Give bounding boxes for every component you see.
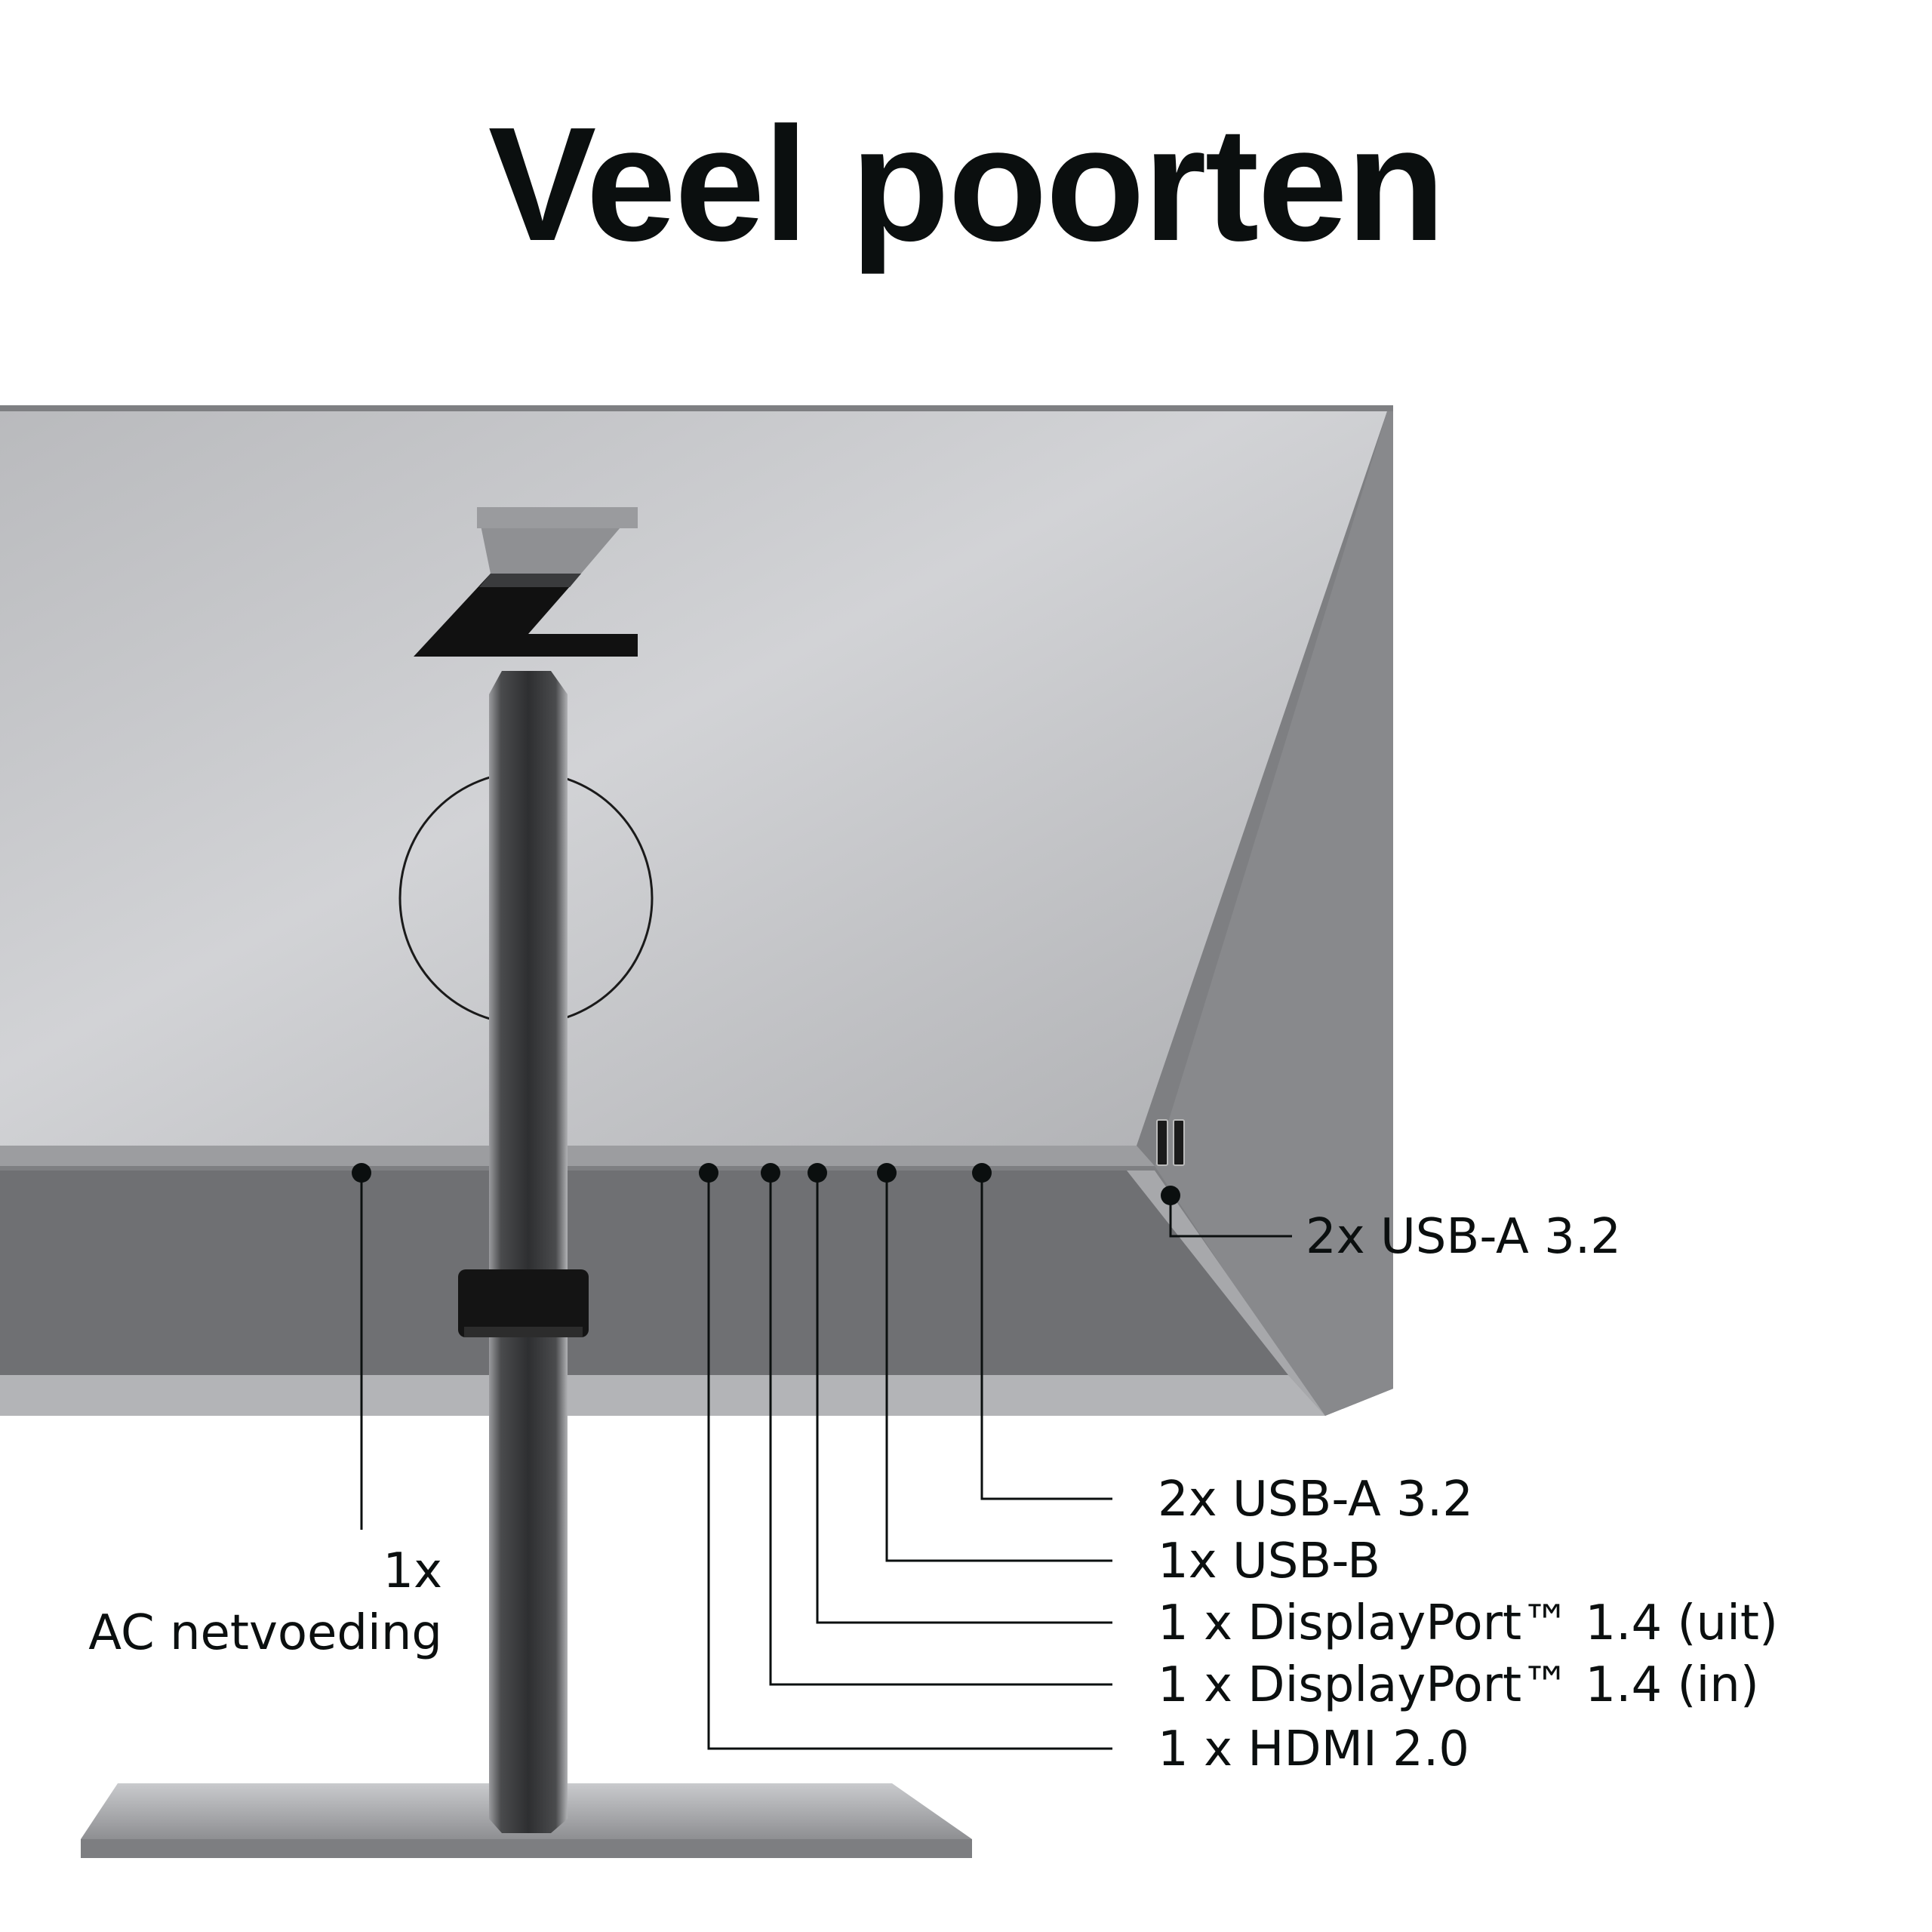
callout-dot-ac xyxy=(352,1163,371,1183)
callout-dot-dp-in xyxy=(761,1163,780,1183)
label-hdmi: 1 x HDMI 2.0 xyxy=(1158,1721,1469,1777)
callout-dot-usb-b xyxy=(877,1163,897,1183)
callout-lines xyxy=(360,1173,1292,1750)
label-dp-out: 1 x DisplayPort™ 1.4 (uit) xyxy=(1158,1595,1778,1651)
label-usb-b: 1x USB-B xyxy=(1158,1534,1380,1589)
page-title: Veel poorten xyxy=(488,93,1445,275)
side-usb-ports xyxy=(1156,1119,1185,1166)
callout-dot-dp-out xyxy=(808,1163,827,1183)
stand-neck xyxy=(458,671,589,1833)
z-logo xyxy=(414,507,638,657)
label-dp-in: 1 x DisplayPort™ 1.4 (in) xyxy=(1158,1657,1759,1713)
label-usb-a: 2x USB-A 3.2 xyxy=(1158,1472,1473,1527)
callout-dot-hdmi xyxy=(699,1163,718,1183)
cable-clip xyxy=(458,1269,589,1337)
callout-dot-side-usb xyxy=(1161,1186,1180,1205)
label-ac-name: AC netvoeding xyxy=(88,1605,442,1661)
callout-dot-usb-a xyxy=(972,1163,992,1183)
label-side-usb: 2x USB-A 3.2 xyxy=(1306,1209,1621,1265)
monitor-back xyxy=(0,405,1393,1416)
label-ac-count: 1x xyxy=(383,1543,442,1599)
